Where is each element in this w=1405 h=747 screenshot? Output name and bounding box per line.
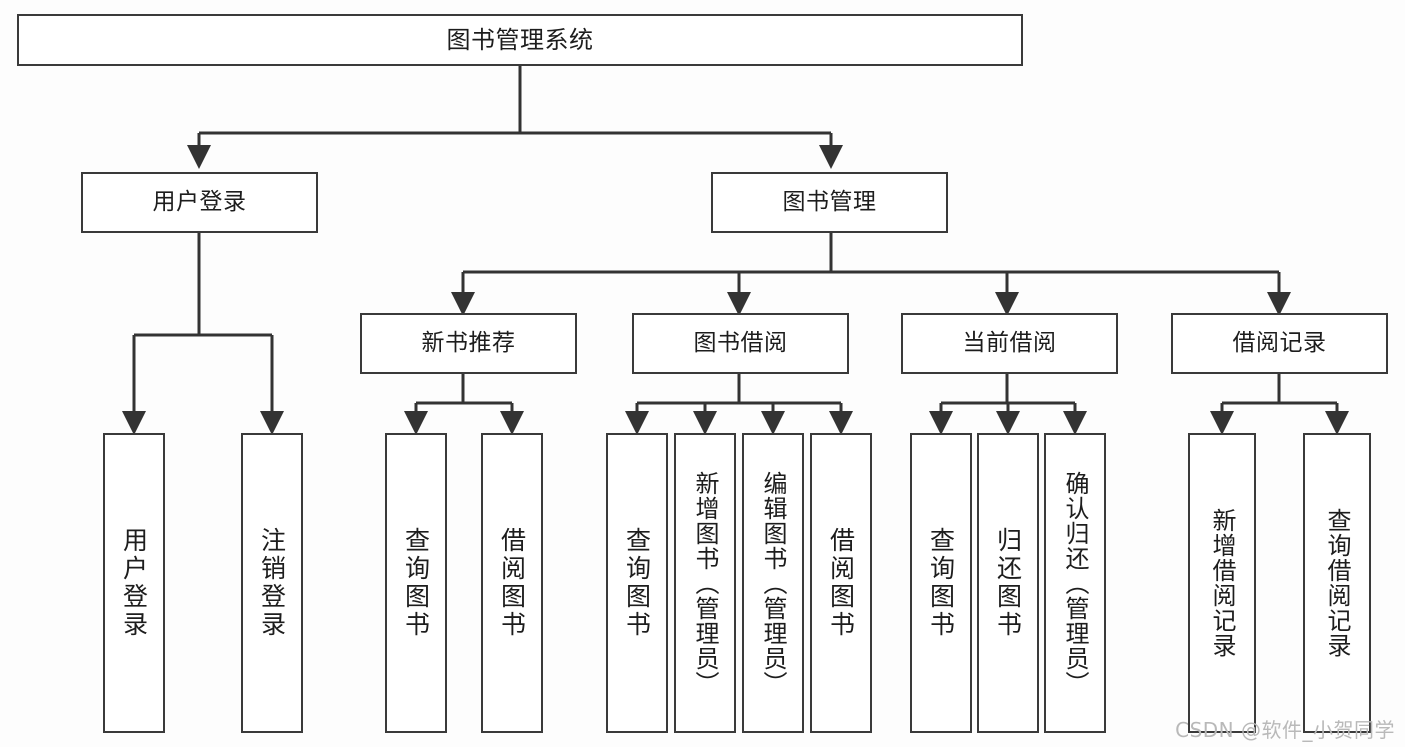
node-borrow-record[interactable]: 借阅记录 <box>1171 313 1388 374</box>
leaf-borrow-record-add-record[interactable]: 新增借阅记录 <box>1188 433 1256 733</box>
leaf-current-borrow-query-books[interactable]: 查询图书 <box>910 433 972 733</box>
node-label: 用户登录 <box>152 188 247 215</box>
leaf-current-borrow-return-books[interactable]: 归还图书 <box>977 433 1039 733</box>
node-current-borrow[interactable]: 当前借阅 <box>901 313 1118 374</box>
leaf-current-borrow-confirm-return-admin[interactable]: 确认归还（管理员） <box>1044 433 1106 733</box>
watermark-credit: CSDN @软件_小贺同学 <box>1175 718 1395 742</box>
leaf-book-borrow-query-books[interactable]: 查询图书 <box>606 433 668 733</box>
leaf-book-borrow-edit-book-admin[interactable]: 编辑图书（管理员） <box>742 433 804 733</box>
leaf-borrow-record-query-record[interactable]: 查询借阅记录 <box>1303 433 1371 733</box>
node-label: 借阅图书 <box>826 527 856 639</box>
node-label: 注销登录 <box>257 527 287 639</box>
node-root-book-management-system[interactable]: 图书管理系统 <box>17 14 1023 66</box>
node-label: 借阅记录 <box>1232 329 1327 356</box>
node-label: 图书管理系统 <box>446 25 594 54</box>
node-label: 确认归还（管理员） <box>1061 470 1089 696</box>
node-label: 当前借阅 <box>962 329 1057 356</box>
leaf-user-login-login[interactable]: 用户登录 <box>103 433 165 733</box>
node-label: 编辑图书（管理员） <box>759 470 787 696</box>
node-label: 查询借阅记录 <box>1323 508 1351 658</box>
node-label: 图书管理 <box>782 188 877 215</box>
node-label: 查询图书 <box>926 527 956 639</box>
node-book-management[interactable]: 图书管理 <box>711 172 948 233</box>
node-label: 新书推荐 <box>421 329 516 356</box>
node-new-book-recommend[interactable]: 新书推荐 <box>360 313 577 374</box>
node-book-borrow[interactable]: 图书借阅 <box>632 313 849 374</box>
leaf-book-borrow-add-book-admin[interactable]: 新增图书（管理员） <box>674 433 736 733</box>
node-label: 查询图书 <box>401 527 431 639</box>
leaf-book-borrow-borrow-books[interactable]: 借阅图书 <box>810 433 872 733</box>
node-label: 用户登录 <box>119 527 149 639</box>
node-label: 归还图书 <box>993 527 1023 639</box>
node-label: 查询图书 <box>622 527 652 639</box>
node-user-login[interactable]: 用户登录 <box>81 172 318 233</box>
leaf-new-book-borrow-books[interactable]: 借阅图书 <box>481 433 543 733</box>
node-label: 借阅图书 <box>497 527 527 639</box>
node-label: 图书借阅 <box>693 329 788 356</box>
leaf-new-book-query-books[interactable]: 查询图书 <box>385 433 447 733</box>
node-label: 新增图书（管理员） <box>691 470 719 696</box>
leaf-user-login-logout[interactable]: 注销登录 <box>241 433 303 733</box>
node-label: 新增借阅记录 <box>1208 508 1236 658</box>
